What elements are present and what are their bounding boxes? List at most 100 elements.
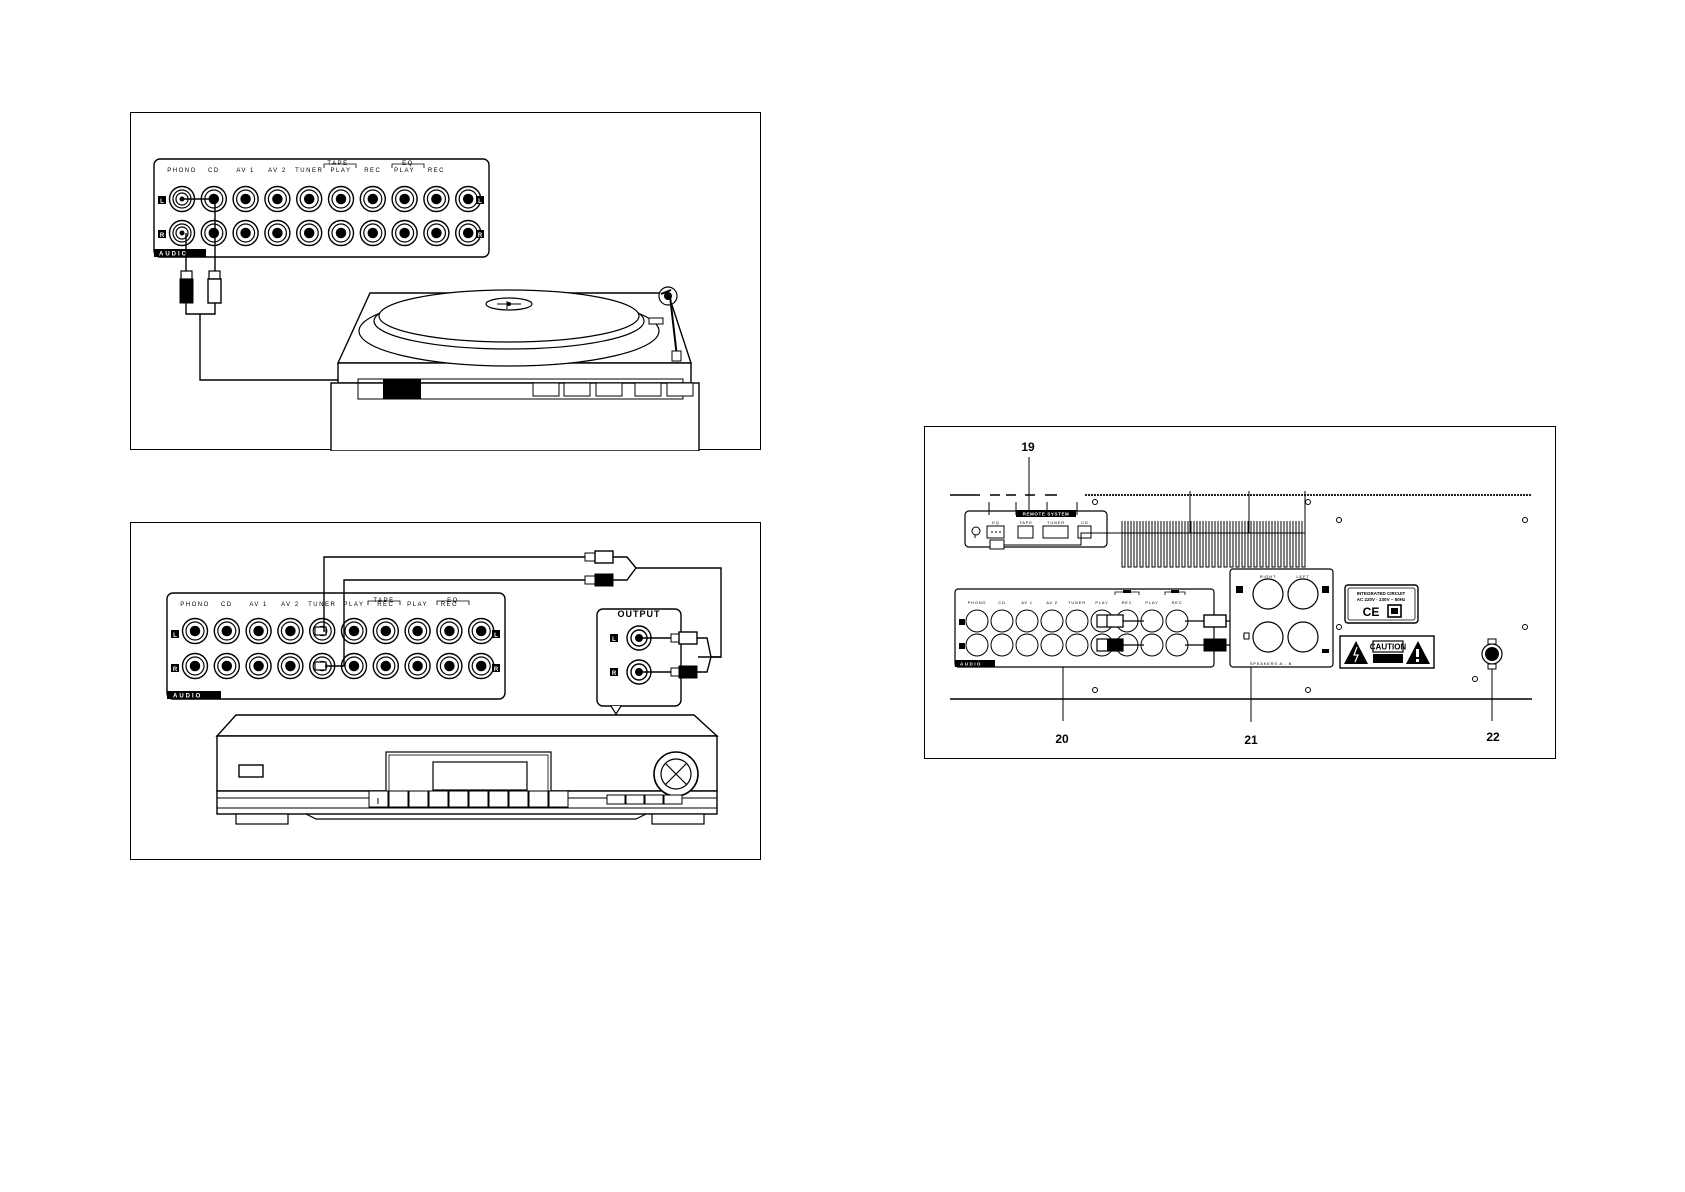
p1-rca-jack <box>359 219 387 247</box>
p2-rca-jack <box>213 617 241 645</box>
p2-jack-label: REC <box>377 602 394 608</box>
p2-jack-label: PLAY <box>407 602 428 608</box>
left-channel-tag: L <box>160 199 164 205</box>
rca-jack-grid <box>168 185 482 247</box>
svg-text:TAPE: TAPE <box>1019 520 1032 525</box>
svg-text:R: R <box>612 671 617 677</box>
p2-rca-jack <box>340 652 368 680</box>
p1-rca-jack <box>391 219 418 247</box>
svg-text:EQ: EQ <box>992 520 999 525</box>
speaker-right-label: RIGHT <box>1260 574 1276 579</box>
ic-label-line1: INTEGRATED CIRCUIT <box>1357 591 1406 596</box>
svg-text:R: R <box>478 233 483 239</box>
p2-rca-jack <box>468 617 495 645</box>
p1-jack-label: AV 2 <box>268 168 287 174</box>
rear-jack-label: AV 2 <box>1046 600 1058 605</box>
p2-rca-jack <box>340 617 368 645</box>
p1-rca-jack <box>264 185 291 213</box>
p1-rca-jack <box>327 219 355 247</box>
ic-label-line2: AC 220V - 230V ~ 50Hz <box>1357 597 1406 602</box>
p2-rca-jack <box>404 652 431 680</box>
p1-rca-jack <box>359 185 387 213</box>
callout-22: 22 <box>1486 730 1500 744</box>
p1-rca-jack <box>200 219 228 247</box>
callout-20: 20 <box>1055 732 1069 746</box>
rear-panel-overview: 19 REMOTE SYSTEM EQ TAPE TUNER CD <box>924 426 1556 759</box>
p2-rca-jack <box>245 617 272 645</box>
p1-rca-jack <box>327 185 355 213</box>
p1-jack-label: CD <box>208 168 220 174</box>
p1-rca-jack <box>423 219 450 247</box>
speakers-tag: SPEAKERS A - B <box>1250 661 1292 666</box>
p2-rca-jack <box>181 617 209 645</box>
p2-rca-jack <box>436 652 463 680</box>
p2-rca-jack <box>436 617 463 645</box>
p2-jack-label: AV 2 <box>281 602 300 608</box>
p2-jack-label: CD <box>221 602 233 608</box>
speaker-left-label: LEFT <box>1297 574 1310 579</box>
caution-label: CAUTION <box>1370 643 1407 652</box>
p2-rca-jack <box>245 652 272 680</box>
rear-jack-label: CD <box>998 600 1005 605</box>
turntable <box>330 286 700 451</box>
p1-jack-label: TUNER <box>295 168 323 174</box>
rear-jack-label: AV 1 <box>1021 600 1033 605</box>
rear-jack-label: PLAY <box>1145 600 1158 605</box>
svg-text:L: L <box>173 633 177 639</box>
svg-text:R: R <box>494 667 499 673</box>
p1-rca-jack <box>264 219 291 247</box>
rear-jack-label: REC <box>1172 600 1183 605</box>
p2-jack-label: PHONO <box>180 602 210 608</box>
p1-rca-jack <box>295 185 323 213</box>
p2-rca-jack <box>372 617 400 645</box>
rear-jack-label: PLAY <box>1095 600 1108 605</box>
p2-rca-jack <box>277 617 304 645</box>
p2-jack-label: REC <box>441 602 458 608</box>
p2-rca-jack <box>277 652 304 680</box>
p2-rca-jack <box>372 652 400 680</box>
p1-jack-label: PLAY <box>331 168 352 174</box>
callout-19: 19 <box>1021 440 1035 454</box>
receiver-front <box>215 714 719 825</box>
p1-rca-jack <box>200 185 228 213</box>
p1-rca-jack <box>391 185 418 213</box>
p1-jack-label: PLAY <box>394 168 415 174</box>
svg-text:CD: CD <box>1081 520 1088 525</box>
svg-text:L: L <box>494 633 498 639</box>
output-title: OUTPUT <box>618 609 661 619</box>
p1-jack-label: REC <box>428 168 445 174</box>
p2-jack-label: AV 1 <box>249 602 268 608</box>
ce-mark: CE <box>1363 605 1380 619</box>
right-channel-tag: R <box>160 233 165 239</box>
svg-text:AUDIO: AUDIO <box>960 662 982 667</box>
rear-jack-label: REC <box>1122 600 1133 605</box>
svg-text:L: L <box>478 199 482 205</box>
rear-panel-diagram: 19 REMOTE SYSTEM EQ TAPE TUNER CD <box>950 440 1532 747</box>
p2-jack-label: TUNER <box>308 602 336 608</box>
svg-text:AUDIO: AUDIO <box>173 694 202 700</box>
p1-jack-label: REC <box>364 168 381 174</box>
svg-text:R: R <box>173 667 178 673</box>
audio-tag: AUDIO <box>159 252 188 258</box>
rear-jack-label: TUNER <box>1068 600 1086 605</box>
p1-rca-jack <box>455 219 482 247</box>
p1-rca-jack <box>232 185 259 213</box>
p2-rca-jack <box>181 652 209 680</box>
p1-jack-label: PHONO <box>167 168 197 174</box>
p1-rca-jack <box>455 185 482 213</box>
p1-rca-jack <box>232 219 259 247</box>
p2-rca-jack <box>404 617 431 645</box>
p2-jack-label: PLAY <box>344 602 365 608</box>
svg-text:L: L <box>612 637 616 643</box>
p1-jack-label: AV 1 <box>236 168 255 174</box>
p2-rca-jack <box>213 652 241 680</box>
p1-rca-jack <box>295 219 323 247</box>
callout-21: 21 <box>1244 733 1258 747</box>
p1-rca-jack <box>423 185 450 213</box>
svg-text:TUNER: TUNER <box>1047 520 1065 525</box>
remote-system-title: REMOTE SYSTEM <box>1023 512 1070 517</box>
